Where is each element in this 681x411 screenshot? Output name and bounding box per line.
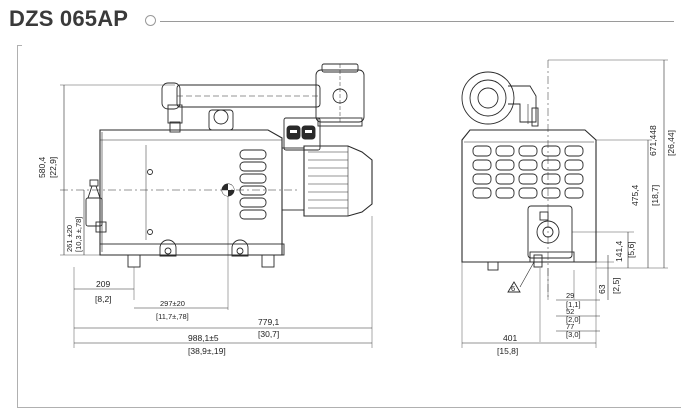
dim-outlet-height: 141,4 xyxy=(614,240,624,262)
marker-label: 6 xyxy=(511,284,515,293)
intake-pipe xyxy=(161,63,365,133)
dim-foot-left-in: [8,2] xyxy=(95,294,112,304)
motor xyxy=(281,117,373,217)
page-title: DZS 065AP xyxy=(9,6,129,31)
dim-offset-3: 77 xyxy=(566,322,574,331)
dim-offset-1: 29 xyxy=(566,291,574,300)
dim-length-total: 988,1±5 xyxy=(188,333,219,343)
dimension-labels: 580,4 [22,9] 261 ±20 [10,3 ±,78] 209 [8,… xyxy=(37,125,676,356)
dim-side-width: 401 xyxy=(503,333,517,343)
oil-filler xyxy=(85,179,107,233)
dim-side-height-total: 671,448 xyxy=(648,125,658,156)
dim-length-total-in: [38,9±,19] xyxy=(188,346,226,356)
front-view xyxy=(60,63,373,348)
pump-body xyxy=(60,129,300,268)
side-filter xyxy=(461,71,539,127)
dim-to-flange-in: [30,7] xyxy=(258,329,279,339)
dim-foot-left: 209 xyxy=(96,279,110,289)
weld-marker-triangle xyxy=(507,261,535,293)
title-ring-ornament xyxy=(145,15,156,26)
dim-height-total: 580,4 xyxy=(37,156,47,178)
dim-to-flange: 779,1 xyxy=(258,317,280,327)
side-view xyxy=(461,59,668,348)
frame-bottom-line xyxy=(17,407,681,408)
dim-height-total-in: [22,9] xyxy=(48,157,58,178)
dim-foot-spacing-in: [11,7±,78] xyxy=(156,312,189,321)
dim-foot-spacing: 297±20 xyxy=(160,299,185,308)
dim-side-height-total-in: [26,44] xyxy=(666,130,676,156)
side-dimension-lines xyxy=(461,59,668,348)
dim-outlet-height-in: [5,6] xyxy=(626,241,636,258)
dim-outlet-low-in: [2,5] xyxy=(611,277,621,294)
dim-offset-2-in: [2,0] xyxy=(566,315,581,324)
dim-side-height-upper: 475,4 xyxy=(630,184,640,206)
dim-offset-1-in: [1,1] xyxy=(566,300,581,309)
dim-offset-2: 52 xyxy=(566,307,574,316)
dim-height-axis-in: [10,3 ±,78] xyxy=(74,217,83,252)
dim-height-axis: 261 ±20 xyxy=(65,225,74,252)
dim-side-width-in: [15,8] xyxy=(497,346,518,356)
side-body xyxy=(461,60,597,300)
frame-left-line xyxy=(17,45,18,408)
frame-corner-tick xyxy=(17,45,22,46)
title-rule xyxy=(160,21,674,22)
dim-offset-3-in: [3,0] xyxy=(566,330,581,339)
dim-side-height-upper-in: [18,7] xyxy=(650,185,660,206)
dim-outlet-low: 63 xyxy=(597,284,607,294)
front-dimension-lines xyxy=(60,84,373,348)
